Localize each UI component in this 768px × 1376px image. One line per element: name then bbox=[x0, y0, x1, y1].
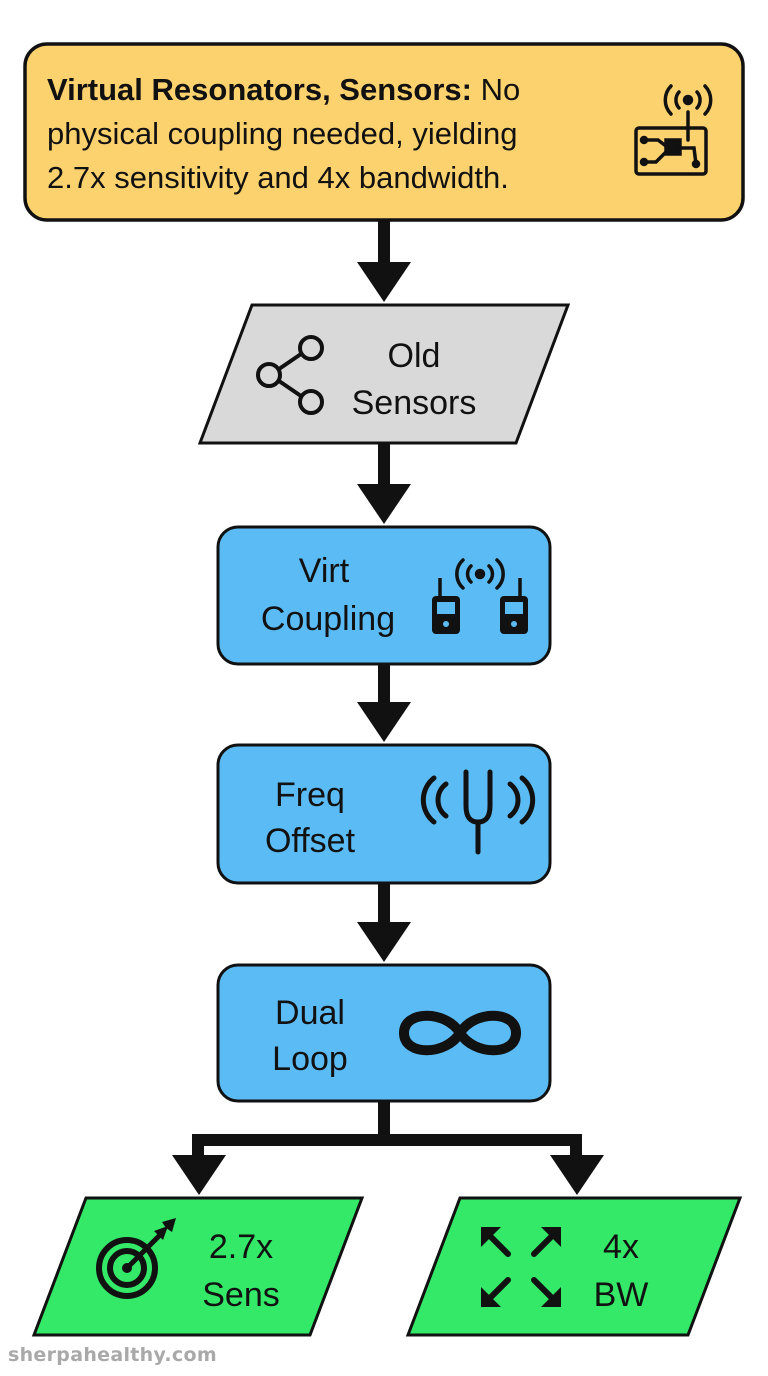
arrowhead-freq-offset bbox=[357, 702, 411, 742]
header-box: Virtual Resonators, Sensors: No physical… bbox=[23, 42, 745, 222]
old-sensors-line-1: Old bbox=[388, 337, 441, 375]
dual-loop-shape bbox=[216, 963, 552, 1103]
header-background bbox=[23, 42, 745, 222]
infinity-icon bbox=[399, 1010, 521, 1056]
arrowhead-sens bbox=[172, 1155, 226, 1195]
old-sensors-shape bbox=[197, 303, 571, 445]
virt-coupling-line-1: Virt bbox=[299, 552, 350, 590]
freq-offset-shape bbox=[216, 743, 552, 885]
connectors bbox=[172, 220, 604, 1195]
sens-line-2: Sens bbox=[202, 1276, 280, 1314]
header-line-1: Virtual Resonators, Sensors: No bbox=[47, 72, 520, 107]
header-line-3: 2.7x sensitivity and 4x bandwidth. bbox=[47, 160, 509, 195]
node-freq-offset: Freq Offset bbox=[216, 743, 552, 885]
bw-shape bbox=[405, 1196, 743, 1337]
header-bold: Virtual Resonators, Sensors: bbox=[47, 72, 472, 107]
walkie-talkies-icon bbox=[432, 558, 528, 634]
expand-arrows-icon bbox=[481, 1227, 561, 1307]
header-line-2: physical coupling needed, yielding bbox=[47, 116, 518, 151]
virt-coupling-line-2: Coupling bbox=[261, 600, 395, 638]
target-icon bbox=[96, 1218, 176, 1299]
node-bw: 4x BW bbox=[405, 1196, 743, 1337]
freq-offset-line-1: Freq bbox=[275, 776, 345, 814]
node-virt-coupling: Virt Coupling bbox=[216, 525, 552, 666]
node-old-sensors: Old Sensors bbox=[197, 303, 571, 445]
node-sens: 2.7x Sens bbox=[31, 1196, 365, 1337]
tuning-fork-icon bbox=[420, 769, 536, 855]
arrowhead-virt-coupling bbox=[357, 484, 411, 524]
node-dual-loop: Dual Loop bbox=[216, 963, 552, 1103]
sens-line-1: 2.7x bbox=[209, 1228, 273, 1266]
circuit-antenna-icon bbox=[634, 84, 713, 176]
share-nodes-icon bbox=[256, 335, 324, 415]
arrowhead-old-sensors bbox=[357, 262, 411, 302]
watermark: sherpahealthy.com bbox=[8, 1344, 217, 1366]
arrowhead-bw bbox=[550, 1155, 604, 1195]
bw-line-1: 4x bbox=[603, 1228, 639, 1266]
virt-coupling-shape bbox=[216, 525, 552, 666]
sens-shape bbox=[31, 1196, 365, 1337]
old-sensors-line-2: Sensors bbox=[352, 384, 477, 422]
freq-offset-line-2: Offset bbox=[265, 822, 356, 860]
dual-loop-line-2: Loop bbox=[272, 1040, 348, 1078]
arrowhead-dual-loop bbox=[357, 922, 411, 962]
header-line1-rest: No bbox=[472, 72, 520, 107]
bw-line-2: BW bbox=[594, 1276, 649, 1314]
dual-loop-line-1: Dual bbox=[275, 994, 345, 1032]
